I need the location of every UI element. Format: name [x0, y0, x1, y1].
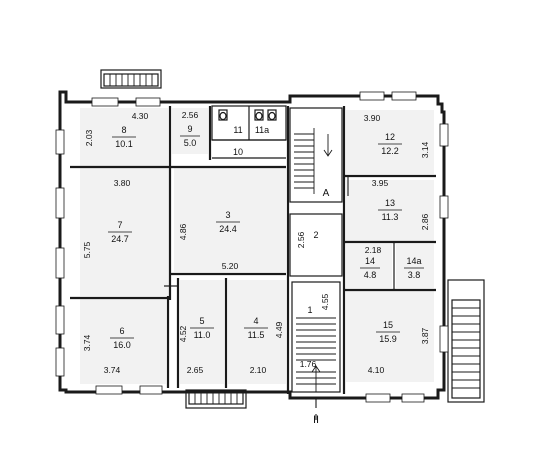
room-13-label: 13 11.3 [378, 198, 402, 222]
room-4-label: 4 11.5 [244, 316, 268, 340]
room-fills [80, 108, 434, 384]
room-area: 12.2 [381, 146, 399, 156]
dimension: 3.74 [82, 334, 92, 351]
room-number: 5 [199, 316, 204, 326]
section-marker-a: A [323, 188, 330, 199]
room-number: 7 [117, 220, 122, 230]
dimension: 4.49 [274, 321, 284, 338]
dimension: 3.95 [372, 178, 389, 188]
dimension: 2.56 [296, 231, 306, 248]
windows [55, 91, 449, 403]
stair-a-treads [294, 128, 333, 194]
dimension: 3.80 [114, 178, 131, 188]
room-7-label: 7 24.7 [108, 220, 132, 244]
room-14-label: 14 4.8 [360, 256, 380, 280]
room-10-number: 10 [233, 147, 243, 157]
room-area: 24.4 [219, 224, 237, 234]
room-area: 5.0 [184, 138, 197, 148]
dimension: 2.65 [187, 365, 204, 375]
dimension: 3.87 [420, 327, 430, 344]
room-1-number: 1 [307, 305, 312, 315]
room-area: 15.9 [379, 334, 397, 344]
room-12-label: 12 12.2 [378, 132, 402, 156]
room-number: 13 [385, 198, 395, 208]
stair-1-treads [296, 317, 336, 392]
exterior-stair-bottom [185, 389, 247, 409]
room-11-number: 11 [233, 125, 242, 135]
room-number: 12 [385, 132, 395, 142]
room-15-label: 15 15.9 [376, 320, 400, 344]
room-3-label: 3 24.4 [216, 210, 240, 234]
room-area: 16.0 [113, 340, 131, 350]
exterior-stair-right [447, 279, 485, 403]
dimension: 5.75 [82, 241, 92, 258]
section-marker-ii: II [313, 414, 319, 426]
room-number: 8 [121, 125, 126, 135]
dimension: 2.03 [84, 129, 94, 146]
room-5-label: 5 11.0 [190, 316, 214, 340]
wc-fixtures [218, 109, 277, 121]
dimension: 2.10 [250, 365, 267, 375]
dimension: 4.30 [132, 111, 149, 121]
dimension: 4.55 [320, 293, 330, 310]
dimension: 3.74 [104, 365, 121, 375]
dimension: 5.20 [222, 261, 239, 271]
room-11a-number: 11a [255, 125, 269, 135]
room-area: 24.7 [111, 234, 129, 244]
room-number: 14 [365, 256, 375, 266]
dimension: 3.90 [364, 113, 381, 123]
room-number: 14a [406, 256, 421, 266]
room-area: 3.8 [408, 270, 421, 280]
room-area: 11.3 [382, 212, 399, 222]
room-14a-label: 14a 3.8 [404, 256, 424, 280]
dimension: 4.10 [368, 365, 385, 375]
room-area: 4.8 [364, 270, 377, 280]
dimension: 2.18 [365, 245, 382, 255]
room-6-label: 6 16.0 [110, 326, 134, 350]
room-number: 15 [383, 320, 393, 330]
dimension: 4.86 [178, 223, 188, 240]
room-number: 9 [187, 124, 192, 134]
room-number: 4 [253, 316, 258, 326]
room-area: 11.0 [194, 330, 211, 340]
dimension: 3.14 [420, 141, 430, 158]
room-area: 11.5 [248, 330, 265, 340]
exterior-stair-top [100, 69, 162, 89]
dimension: 1.76 [300, 359, 317, 369]
room-number: 6 [119, 326, 124, 336]
room-area: 10.1 [115, 139, 133, 149]
room-9-label: 9 5.0 [180, 124, 200, 148]
dimension: 2.86 [420, 213, 430, 230]
interior-walls [70, 105, 436, 394]
room-2-number: 2 [313, 230, 318, 240]
dimension: 2.56 [182, 110, 199, 120]
room-number: 3 [225, 210, 230, 220]
room-8-label: 8 10.1 [112, 125, 136, 149]
dimension: 4.52 [178, 325, 188, 342]
dimension-labels: 4.30 2.56 3.90 3.80 3.95 2.18 5.20 3.74 … [82, 110, 430, 375]
